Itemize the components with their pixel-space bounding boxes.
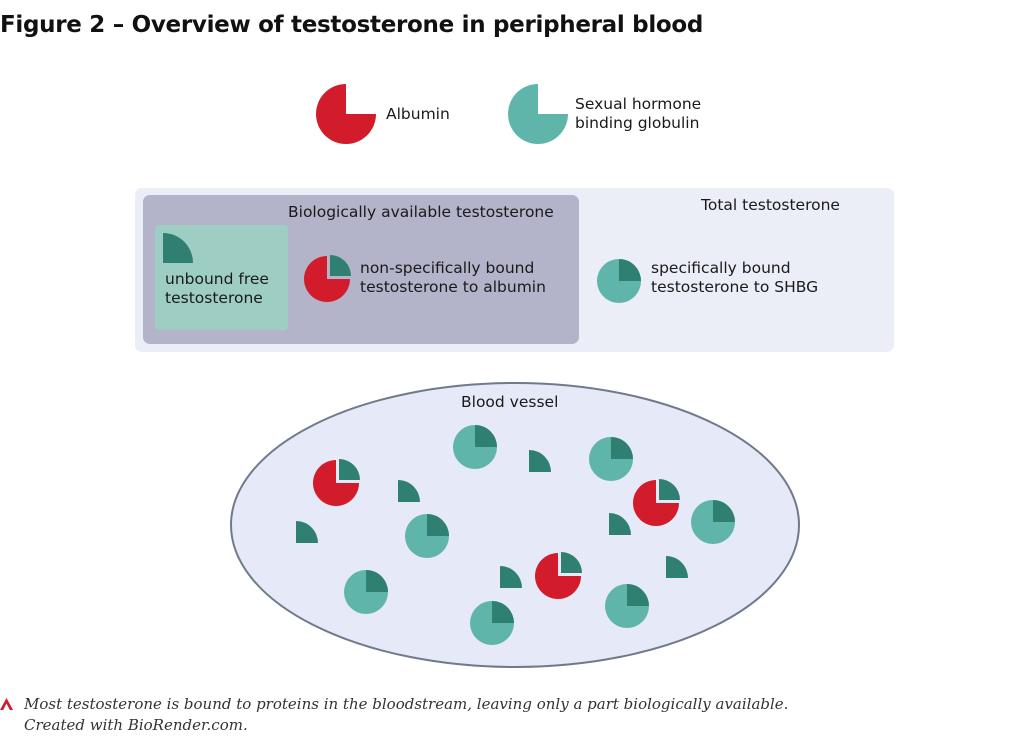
free-testosterone-molecule — [529, 450, 551, 472]
shbg-bound-molecule — [344, 570, 388, 614]
blood-vessel-label: Blood vessel — [461, 393, 559, 411]
albumin-bound-molecule — [313, 459, 360, 506]
albumin-bound-icon — [304, 255, 351, 302]
shbg-bound-molecule — [470, 601, 514, 645]
blood-vessel-diagram — [230, 382, 800, 668]
shbg-legend-icon — [508, 84, 568, 144]
shbg-bound-label: specifically bound testosterone to SHBG — [651, 259, 819, 296]
albumin-bound-label: non-specifically bound testosterone to a… — [360, 259, 546, 296]
free-testosterone-molecule — [609, 513, 631, 535]
free-testosterone-molecule — [666, 556, 688, 578]
shbg-bound-molecule — [453, 425, 497, 469]
shbg-bound-icon — [597, 259, 641, 303]
shbg-legend-label: Sexual hormone binding globulin — [575, 95, 702, 132]
free-testosterone-icon — [163, 233, 193, 263]
free-testosterone-molecule — [500, 566, 522, 588]
caption-text: Most testosterone is bound to proteins i… — [24, 695, 789, 734]
albumin-bound-molecule — [633, 479, 680, 526]
shbg-bound-molecule — [589, 437, 633, 481]
unbound-free-label: unbound free testosterone — [165, 270, 269, 307]
free-testosterone-molecule — [296, 521, 318, 543]
shbg-bound-molecule — [691, 500, 735, 544]
shbg-bound-molecule — [605, 584, 649, 628]
albumin-legend-label: Albumin — [386, 105, 450, 123]
free-testosterone-molecule — [398, 480, 420, 502]
caption-marker-icon — [0, 698, 13, 710]
biologically-available-label: Biologically available testosterone — [288, 203, 554, 221]
shbg-bound-molecule — [405, 514, 449, 558]
total-testosterone-label: Total testosterone — [701, 196, 840, 214]
albumin-legend-icon — [316, 84, 376, 144]
figure-title: Figure 2 – Overview of testosterone in p… — [0, 12, 704, 38]
albumin-bound-molecule — [535, 552, 582, 599]
